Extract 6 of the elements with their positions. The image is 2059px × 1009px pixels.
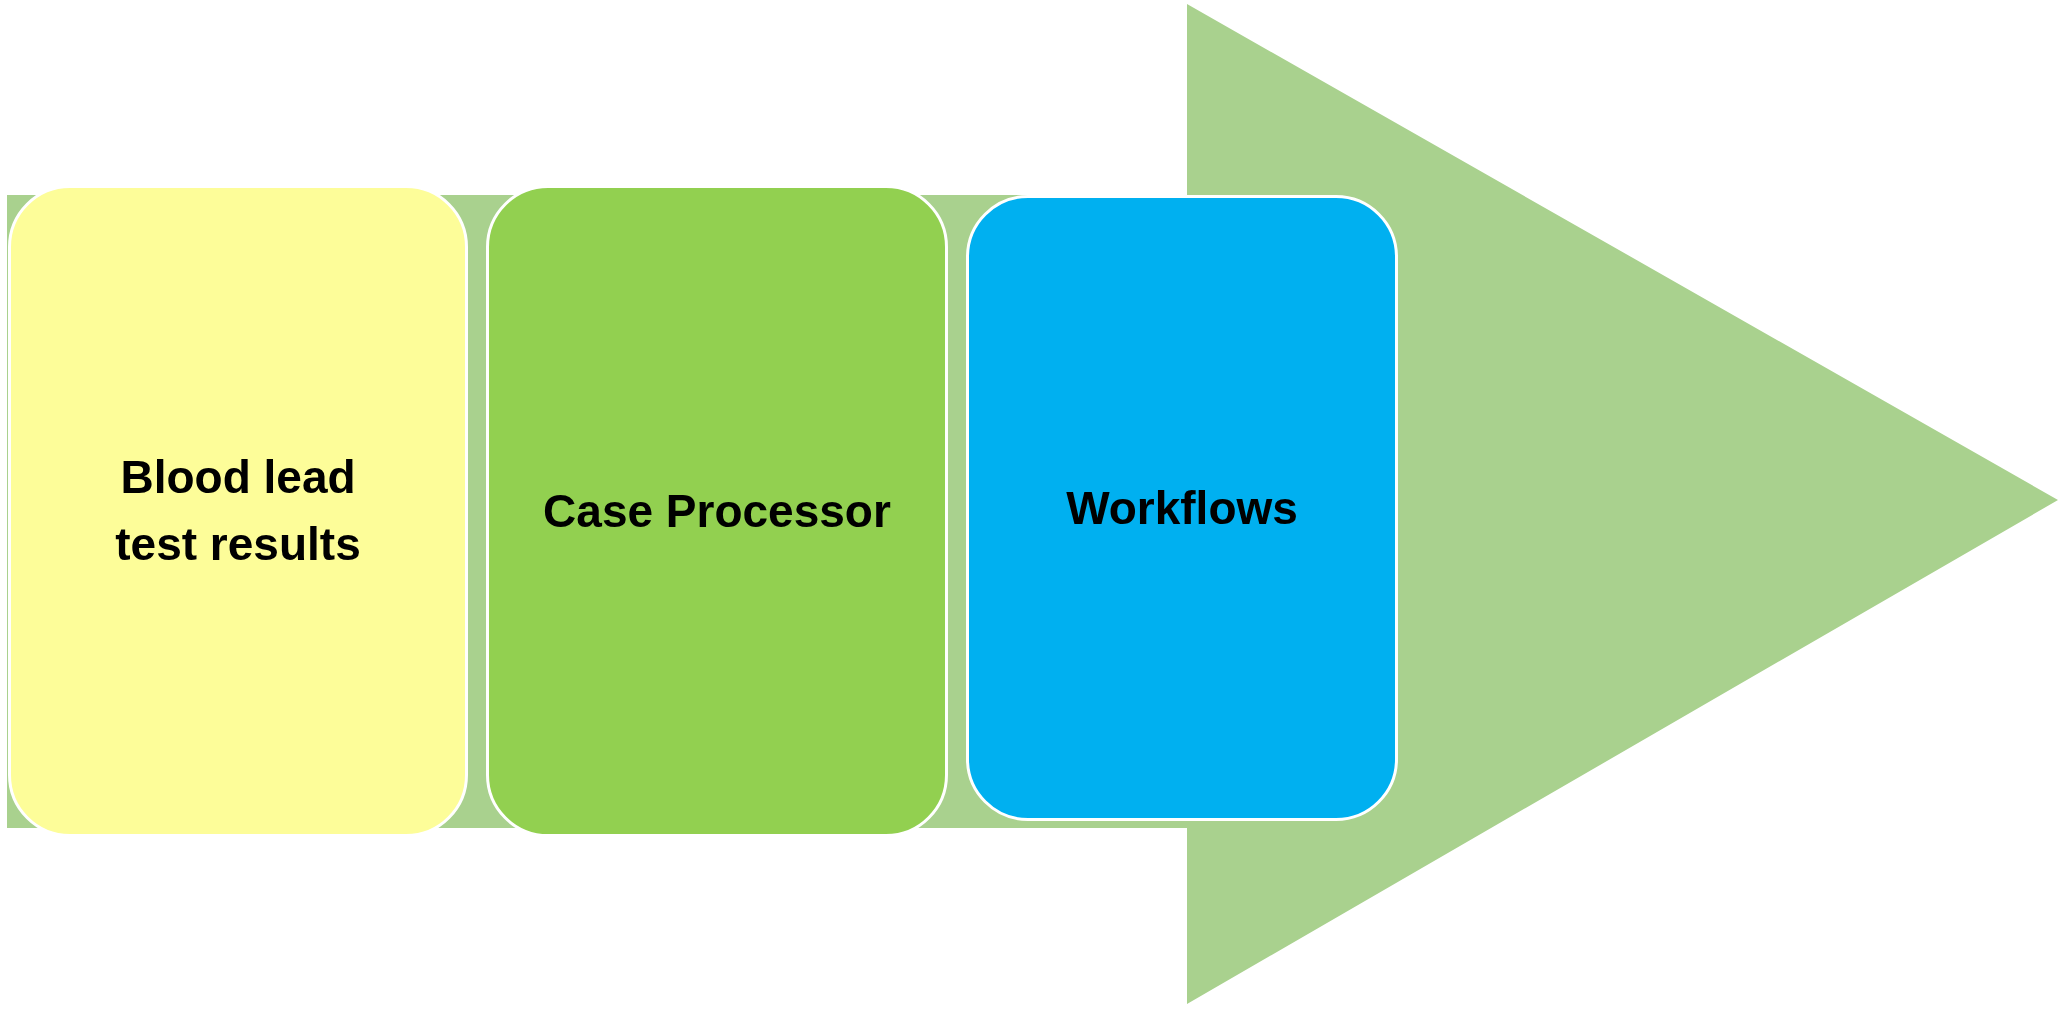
process-box bbox=[8, 185, 468, 837]
box-label: Workflows bbox=[1066, 480, 1298, 536]
box-label: Blood lead test results bbox=[114, 450, 362, 572]
box-label: Case Processor bbox=[543, 483, 891, 539]
process-box bbox=[966, 195, 1398, 821]
process-box bbox=[486, 185, 948, 837]
